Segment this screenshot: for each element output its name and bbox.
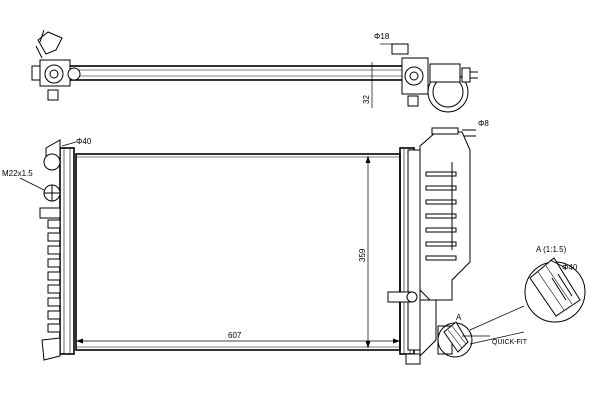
core-width-dimension: [76, 338, 400, 344]
quick-fit-label: QUICK-FIT: [492, 339, 528, 346]
core-width-label: 607: [228, 331, 242, 340]
top-inlet-diameter-label: Φ18: [374, 32, 390, 41]
detail-diameter-label: Φ40: [562, 263, 578, 272]
expansion-tank: [419, 127, 476, 358]
thread-label: M22x1.5: [2, 169, 33, 178]
detail-a: A A (1:1.5) Φ40 QUICK-FIT: [437, 245, 586, 358]
top-left-inlet-fitting: [31, 29, 81, 101]
left-tank-fins: [47, 219, 61, 333]
detail-title-label: A (1:1.5): [536, 245, 567, 254]
top-right-outlet-fitting: [380, 43, 478, 113]
core-height-label: 359: [358, 248, 367, 262]
top-height-label: 32: [362, 95, 371, 104]
core-height-dimension: [365, 156, 371, 348]
right-tank: [399, 147, 421, 365]
left-inlet-fitting: [19, 141, 77, 219]
section-marker-label: A: [456, 313, 462, 322]
drain-fitting: [387, 291, 418, 303]
front-view: Φ40 M22x1.5 Φ8: [2, 119, 489, 365]
top-view: Φ18 32: [31, 29, 478, 113]
tank-outlet-diameter-label: Φ8: [478, 119, 489, 128]
left-inlet-diameter-label: Φ40: [76, 137, 92, 146]
